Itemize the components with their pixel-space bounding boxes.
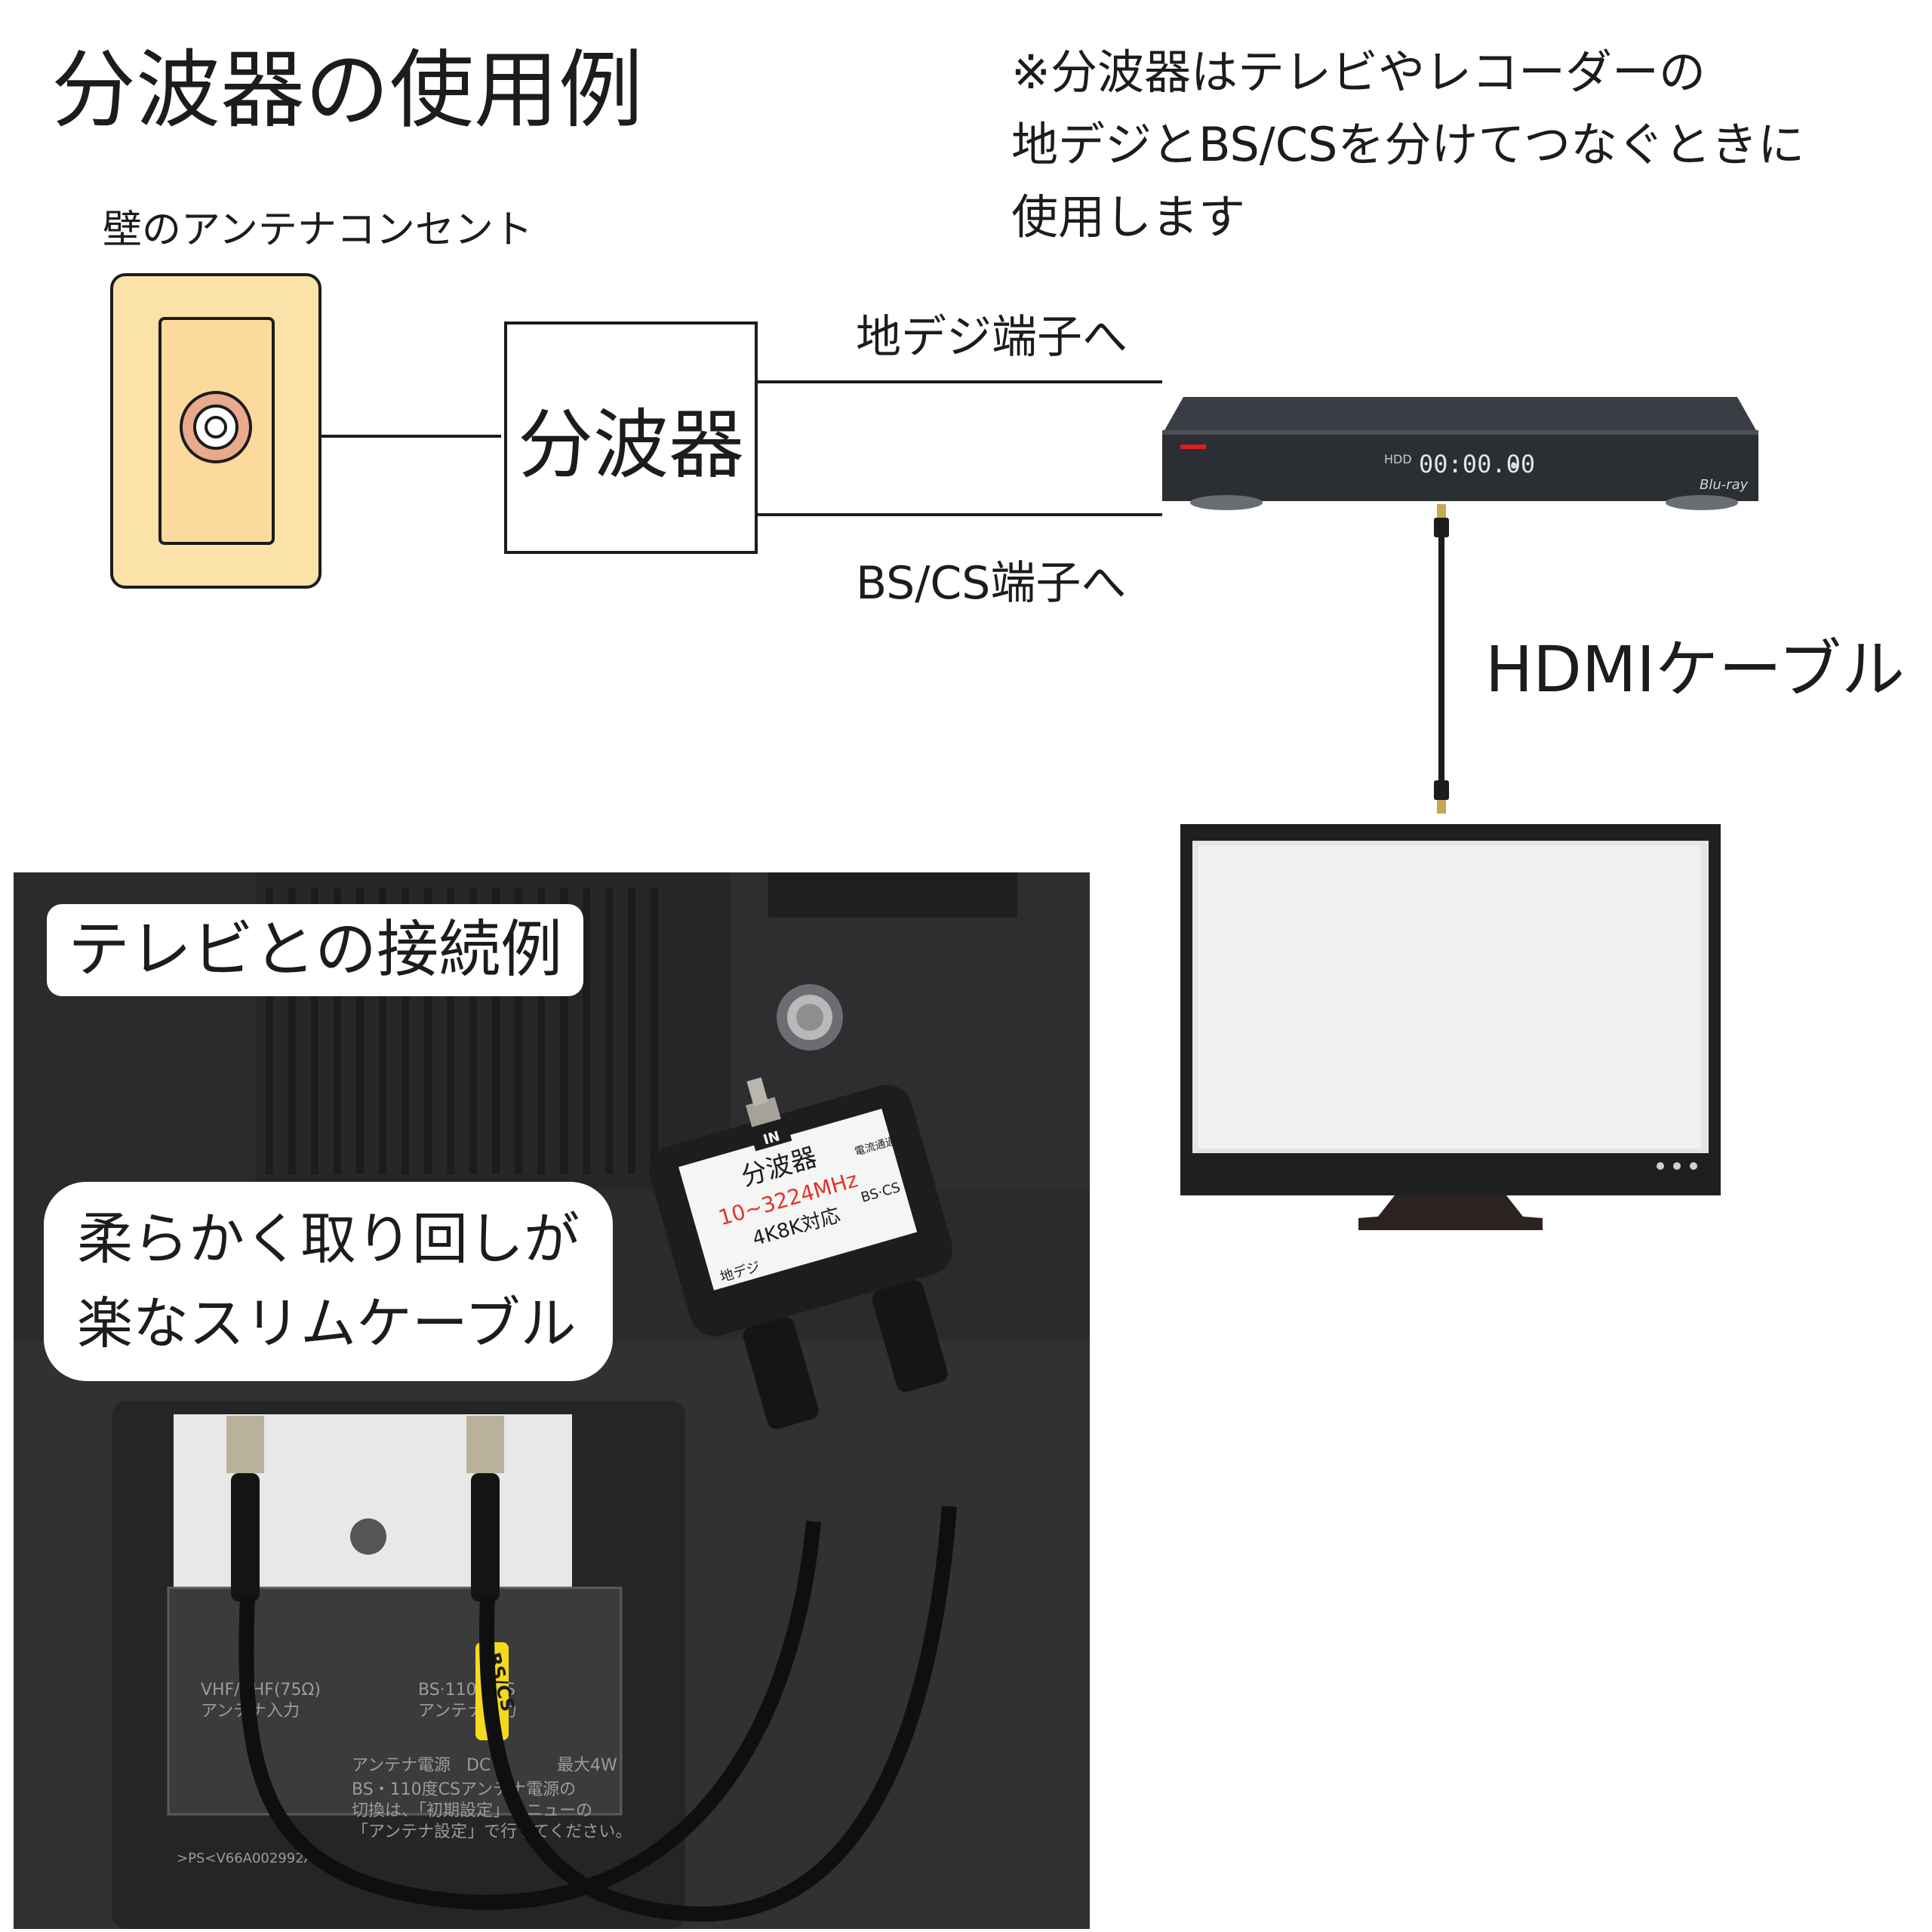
- terrestrial-label: 地デジ端子へ: [856, 311, 1128, 364]
- tv-icon: [1180, 824, 1721, 1230]
- connection-photo: VHF/UHF(75Ω) アンテナ入力 BS·110度CS アンテナ入力 アンテ…: [14, 872, 1090, 1929]
- panel-dc: DC: [466, 1756, 491, 1775]
- panel-text-3: 「アンテナ設定」で行ってください。: [352, 1823, 632, 1841]
- caption-tv-text: テレビとの接続例: [68, 914, 563, 986]
- caption-cable-line-2: 楽なスリムケーブル: [77, 1291, 577, 1356]
- note-line-1: ※分波器はテレビやレコーダーの: [1011, 45, 1706, 100]
- slim-cable-caption: 柔らかく取り回しが 楽なスリムケーブル: [44, 1182, 613, 1381]
- panel-left-port: VHF/UHF(75Ω): [201, 1681, 321, 1700]
- panel-code: >PS<V66A002992A0: [177, 1850, 321, 1866]
- page-title: 分波器の使用例: [51, 42, 643, 140]
- hdmi-cable-icon: [1434, 504, 1449, 814]
- panel-text-1: BS・110度CSアンテナ電源の: [352, 1780, 576, 1799]
- recorder-brand-text: Blu-ray: [1700, 477, 1749, 493]
- wall-outlet-icon: [110, 273, 321, 589]
- panel-power-label: アンテナ電源: [352, 1756, 451, 1775]
- panel-text-2: 切換は、「初期設定」メニューの: [352, 1801, 592, 1820]
- wall-outlet-label: 壁のアンテナコンセント: [103, 208, 533, 253]
- caption-cable-line-1: 柔らかく取り回しが: [77, 1207, 580, 1272]
- splitter-label: 分波器: [518, 400, 744, 489]
- note-line-2: 地デジとBS/CSを分けてつなぐときに: [1011, 117, 1805, 172]
- splitter-box: 分波器: [504, 321, 758, 554]
- tv-connection-caption: テレビとの接続例: [47, 904, 584, 996]
- note-line-3: 使用します: [1011, 189, 1246, 245]
- bscs-label: BS/CS端子へ: [856, 557, 1127, 610]
- hdmi-cable-label: HDMIケーブル: [1485, 632, 1906, 706]
- usage-note: ※分波器はテレビやレコーダーの 地デジとBS/CSを分けてつなぐときに 使用しま…: [1011, 36, 1917, 254]
- recorder-hdd-text: HDD: [1384, 452, 1412, 466]
- panel-max: 最大4W: [557, 1756, 617, 1775]
- recorder-time-display: 00:00.00: [1419, 450, 1535, 478]
- photo-illustration: VHF/UHF(75Ω) アンテナ入力 BS·110度CS アンテナ入力 アンテ…: [14, 872, 1090, 1929]
- recorder-icon: [1162, 397, 1758, 510]
